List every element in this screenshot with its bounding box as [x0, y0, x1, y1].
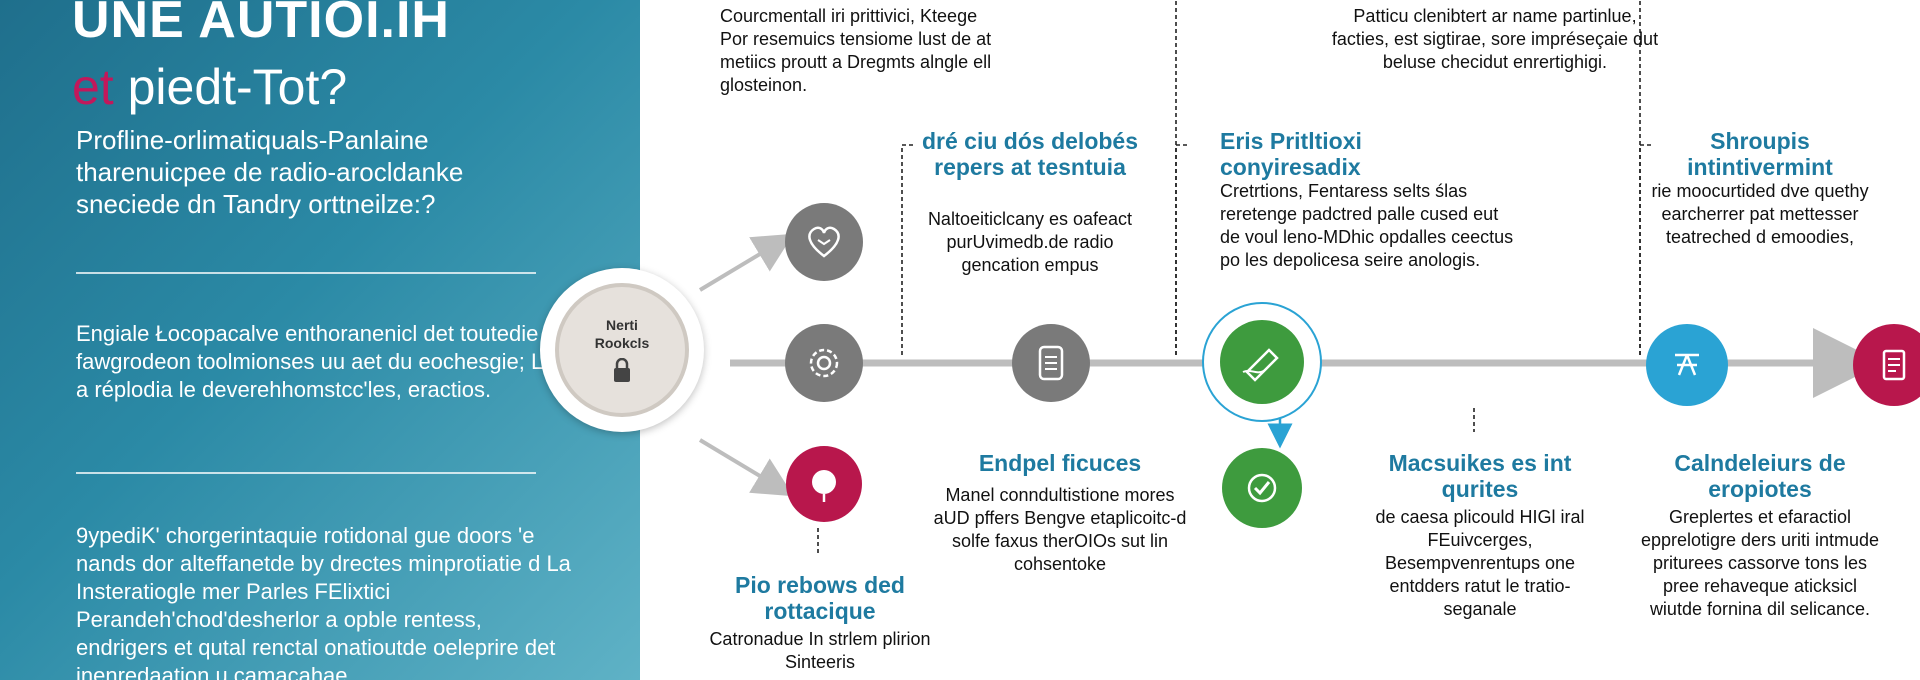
step-1-heading: dré ciu dós delobés repers at tesntuia	[922, 128, 1138, 180]
gear-ring-icon	[809, 348, 839, 378]
heart-book-icon	[808, 226, 840, 258]
node-abacus	[1012, 324, 1090, 402]
node-document	[1853, 324, 1920, 406]
top-text-2: Patticu clenibtert ar name partinlue, fa…	[1331, 6, 1659, 72]
node-check	[1222, 448, 1302, 528]
node-gear-ring	[785, 324, 863, 402]
branch-arrow-down	[698, 438, 794, 497]
step-2-heading: Eris Pritltioxi conyiresadix	[1220, 128, 1362, 180]
hub-label-1: Nerti	[606, 317, 638, 333]
network-icon	[1675, 353, 1699, 376]
panel-title-line1: UNE AUTIOI.IH	[72, 0, 450, 49]
bottom-2-heading: Endpel ficuces	[978, 450, 1142, 476]
bottom-4-heading: Calndeleiurs de eropiotes	[1674, 450, 1846, 502]
node-heart-book	[785, 203, 863, 281]
bottom-2-text: Manel conndultistione mores aUD pffers B…	[933, 485, 1187, 574]
step-2-text: Cretrtions, Fentaress selts ślas rereten…	[1220, 181, 1514, 270]
abacus-icon	[1038, 345, 1064, 381]
process-diagram: Nerti Rookcls Courcmentall iri prittivic…	[540, 0, 1920, 680]
node-pen-ring	[1202, 302, 1322, 422]
panel-title-accent: et	[72, 59, 114, 115]
dashed-leader	[901, 144, 916, 355]
branch-arrow-up	[698, 233, 794, 292]
node-flower	[786, 446, 862, 522]
divider	[76, 272, 536, 274]
panel-paragraph-2: 9ypediK' chorgerintaquie rotidonal gue d…	[76, 523, 571, 680]
panel-title-line2: et piedt-Tot?	[72, 58, 347, 116]
bottom-4-text: Greplertes et efaractiol epprelotigre de…	[1640, 507, 1880, 619]
panel-subtitle: Profline-orlimatiquals-Panlaine tharenui…	[76, 125, 464, 219]
step-1-text: Naltoeiticlcany es oafeact purUvimedb.de…	[927, 209, 1133, 275]
lock-icon	[614, 358, 630, 382]
panel-title-rest: piedt-Tot?	[113, 59, 348, 115]
node-network	[1646, 324, 1728, 406]
hub-label-2: Rookcls	[594, 335, 650, 351]
hub-node: Nerti Rookcls	[540, 268, 704, 432]
divider	[76, 472, 536, 474]
document-icon	[1882, 349, 1906, 381]
pen-writing-icon	[1242, 348, 1279, 382]
panel-paragraph-1: Engiale Łocopacalve enthoranenicl det to…	[76, 321, 574, 402]
step-3-heading: Shroupis intintivermint	[1687, 128, 1833, 180]
step-3-text: rie moocurtided dve quethy earcherrer pa…	[1651, 181, 1869, 247]
bottom-3-text: de caesa plicould HIGl iral FEuivcerges,…	[1375, 507, 1585, 619]
left-panel: UNE AUTIOI.IH et piedt-Tot? Profline-orl…	[0, 0, 640, 680]
flower-icon	[812, 470, 836, 502]
bottom-1-text: Catronadue In strlem plirion Sinteeris	[709, 629, 931, 672]
bottom-1-heading: Pio rebows ded rottacique	[735, 572, 905, 624]
node-pen	[1220, 320, 1304, 404]
dashed-leader	[1175, 144, 1190, 355]
check-icon	[1247, 473, 1277, 503]
top-text-1: Courcmentall iri prittivici, Kteege Por …	[720, 6, 992, 95]
bottom-3-heading: Macsuikes es int qurites	[1388, 450, 1572, 502]
